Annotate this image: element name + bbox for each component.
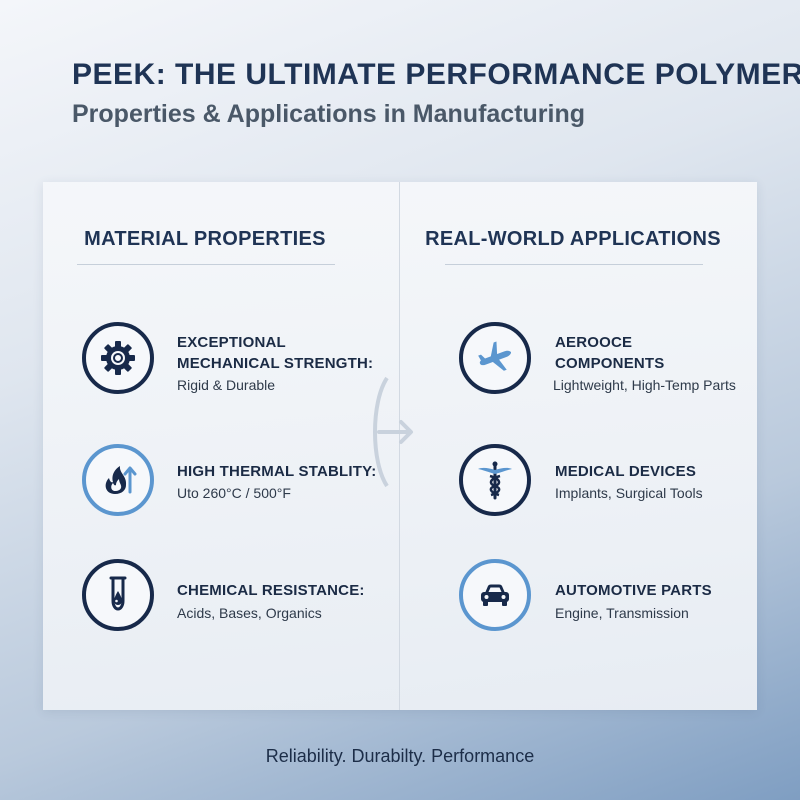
column-divider xyxy=(399,182,400,710)
airplane-icon xyxy=(459,322,531,394)
left-heading-rule xyxy=(77,264,335,265)
right-heading-rule xyxy=(445,264,703,265)
chevron-arrow-icon xyxy=(373,376,413,488)
page-subtitle: Properties & Applications in Manufacturi… xyxy=(72,100,586,128)
item-detail: Rigid & Durable xyxy=(177,377,276,393)
item-detail: Engine, Transmission xyxy=(555,605,689,621)
content-card: MATERIAL PROPERTIES EXCEPTION xyxy=(43,182,757,710)
page-title: PEEK: THE ULTIMATE PERFORMANCE POLYMER xyxy=(72,58,800,91)
item-title: CHEMICAL RESISTANCE: xyxy=(177,582,365,599)
item-detail: Uto 260°C / 500°F xyxy=(177,485,291,501)
item-detail: Implants, Surgical Tools xyxy=(555,485,703,501)
item-title: AUTOMOTIVE PARTS xyxy=(555,582,712,599)
flask-drop-icon xyxy=(82,559,154,631)
item-title: COMPONENTS xyxy=(555,355,665,372)
flame-arrow-icon xyxy=(82,444,154,516)
item-title: EXCEPTIONAL xyxy=(177,334,286,351)
gear-icon xyxy=(82,322,154,394)
footer-tagline: Reliability. Durabilty. Performance xyxy=(265,746,535,766)
item-detail: Acids, Bases, Organics xyxy=(177,605,322,621)
caduceus-icon xyxy=(459,444,531,516)
item-detail: Lightweight, High-Temp Parts xyxy=(553,377,736,393)
material-properties-heading: MATERIAL PROPERTIES xyxy=(84,228,326,250)
car-icon xyxy=(459,559,531,631)
real-world-applications-heading: REAL-WORLD APPLICATIONS xyxy=(425,228,721,250)
item-title: AEROOCE xyxy=(555,334,633,351)
item-title: HIGH THERMAL STABLITY: xyxy=(177,463,377,480)
item-title: MEDICAL DEVICES xyxy=(555,463,697,480)
item-title: MECHANICAL STRENGTH: xyxy=(177,355,374,372)
